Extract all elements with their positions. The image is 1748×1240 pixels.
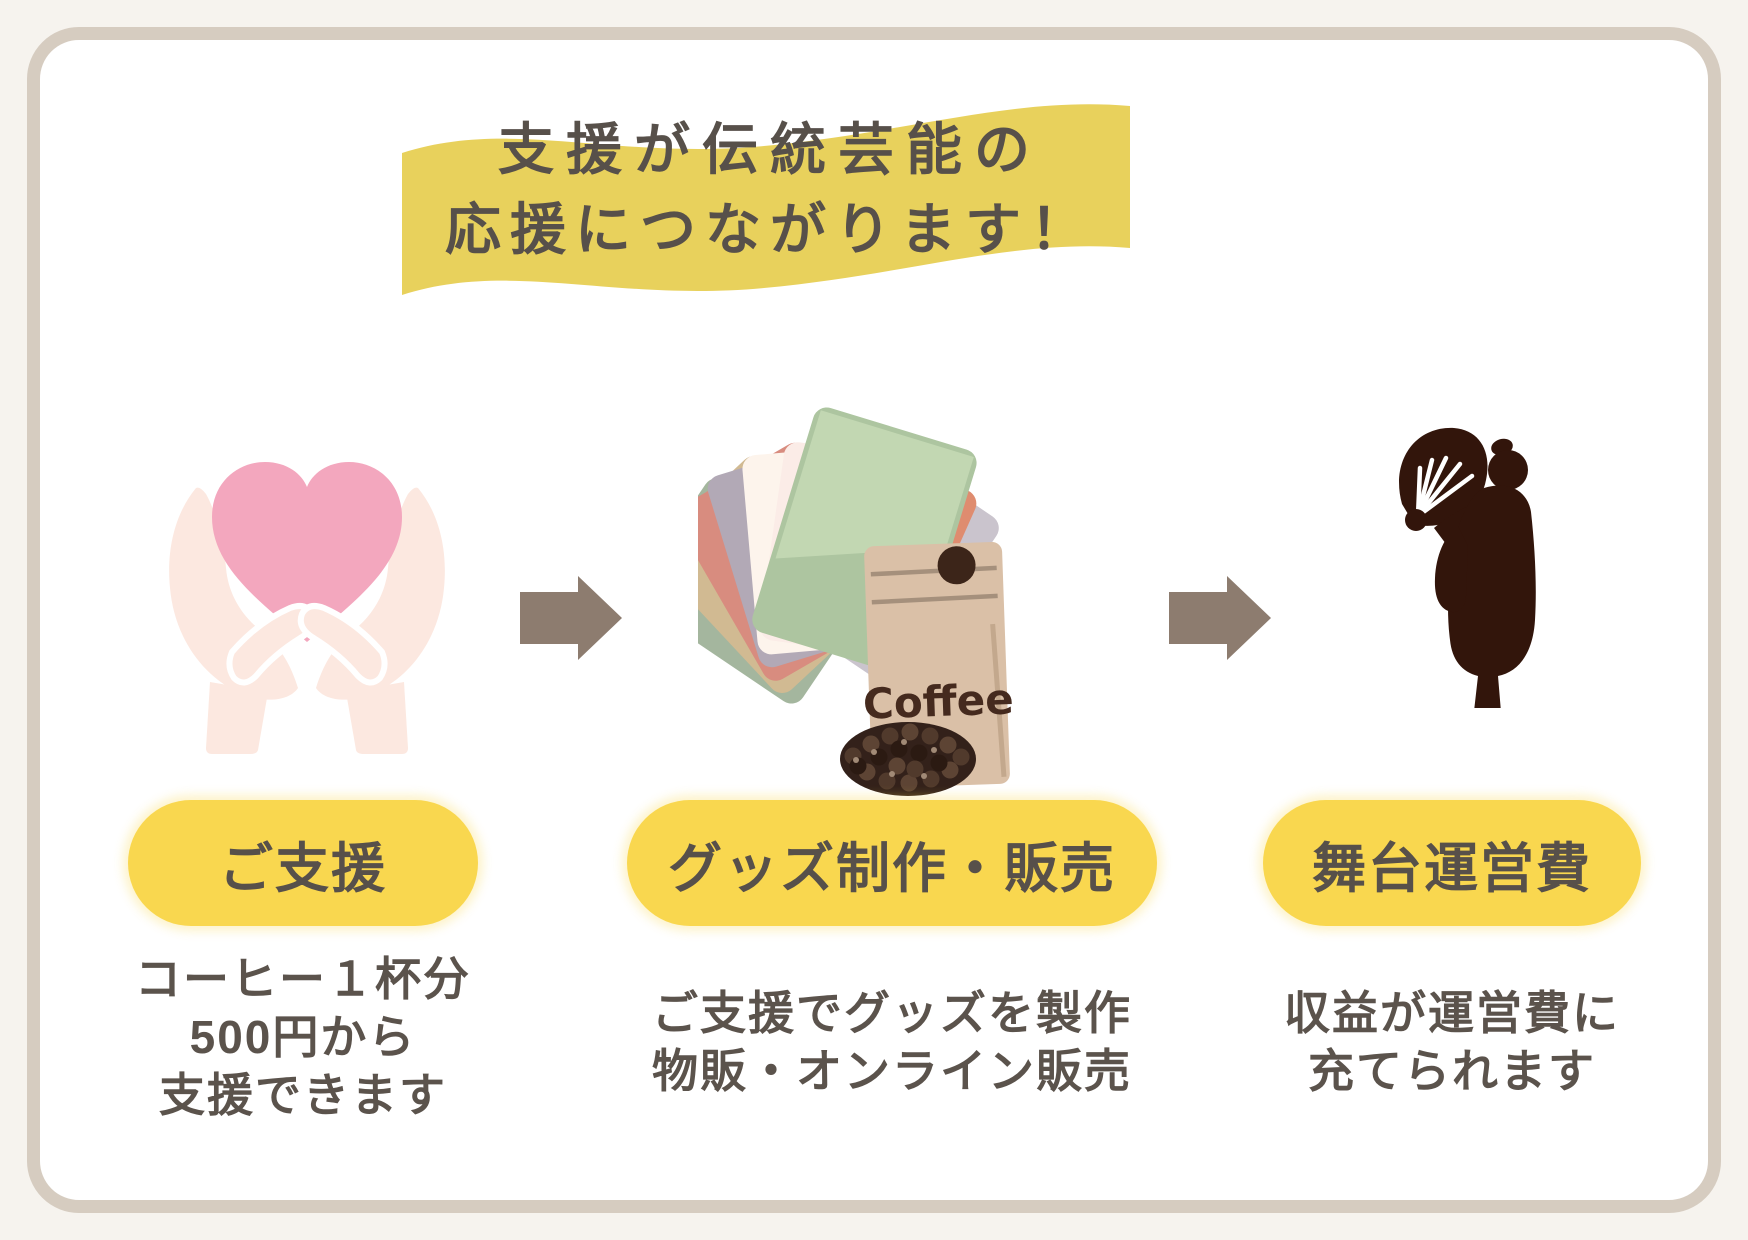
page-title-line1: 支援が伝統芸能の [498, 118, 1042, 181]
coffee-beans-pile [840, 722, 976, 796]
caption-line: 物販・オンライン販売 [652, 1045, 1132, 1097]
caption-line: 500円から [189, 1011, 417, 1063]
fan-pivot [1405, 509, 1427, 531]
caption-line: 支援できます [159, 1069, 447, 1121]
step-caption-stage: 収益が運営費に 充てられます [1202, 984, 1702, 1100]
step-caption-goods: ご支援でグッズを製作 物販・オンライン販売 [642, 984, 1142, 1100]
left-thumb [226, 603, 317, 686]
flow-arrow-icon [1169, 576, 1271, 660]
step-pill-support: ご支援 [128, 800, 478, 926]
step-pill-support-label: ご支援 [219, 838, 387, 899]
caption-line: ご支援でグッズを製作 [652, 987, 1132, 1039]
right-thumb [297, 603, 388, 686]
kimono-sleeve [1434, 526, 1468, 613]
step-pill-goods: グッズ制作・販売 [627, 800, 1157, 926]
caption-line: コーヒー１杯分 [135, 953, 471, 1005]
dancer-with-fan-icon [1399, 427, 1536, 708]
page-title: 支援が伝統芸能の 応援につながります！ [390, 110, 1150, 270]
step-caption-support: コーヒー１杯分 500円から 支援できます [103, 950, 503, 1124]
kimono-body [1448, 485, 1536, 708]
step-pill-goods-label: グッズ制作・販売 [668, 838, 1116, 899]
hands-holding-heart-icon [169, 462, 445, 754]
fan-slits [1415, 455, 1475, 519]
page-title-line2: 応援につながります！ [445, 198, 1095, 261]
heart-icon [212, 462, 402, 642]
coffee-bag-label: Coffee [862, 674, 1014, 728]
goods-and-coffee-bag-icon: Coffee [698, 407, 1014, 796]
head [1488, 450, 1528, 490]
bag-button [937, 546, 976, 585]
caption-line: 充てられます [1308, 1045, 1596, 1097]
caption-line: 収益が運営費に [1284, 987, 1620, 1039]
green-clear-file [752, 407, 977, 675]
title-ribbon-banner [402, 104, 1130, 295]
step-pill-stage-label: 舞台運営費 [1312, 838, 1592, 899]
flow-arrow-icon [520, 576, 622, 660]
step-pill-stage: 舞台運営費 [1263, 800, 1641, 926]
ribbon-wave-shape [402, 104, 1130, 295]
